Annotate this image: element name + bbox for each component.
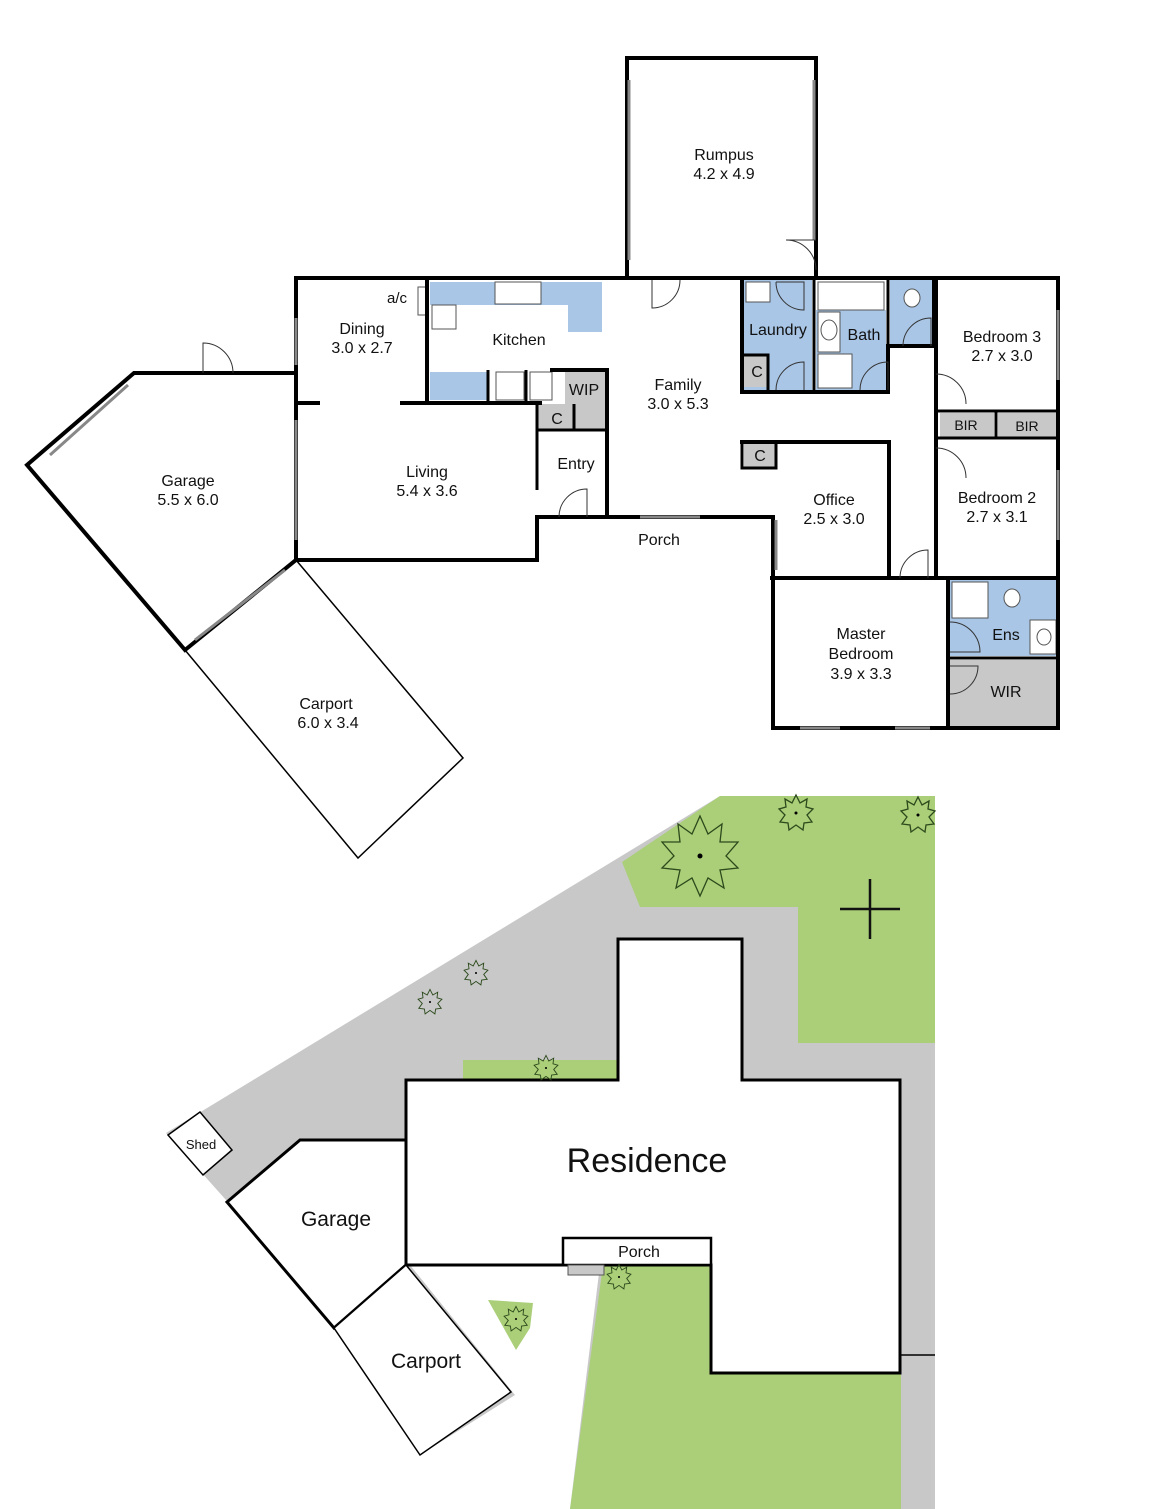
bath-label: Bath: [848, 327, 881, 344]
bedroom3-label: Bedroom 3: [963, 329, 1041, 346]
bir-label: BIR: [1015, 418, 1038, 434]
rumpus-dims: 4.2 x 4.9: [693, 166, 754, 183]
wip-label: WIP: [569, 382, 599, 399]
residence-label: Residence: [567, 1142, 728, 1180]
ens-label: Ens: [992, 627, 1020, 644]
garage-dims: 5.5 x 6.0: [157, 492, 218, 509]
laundry-label: Laundry: [749, 322, 807, 339]
wir-label: WIR: [990, 684, 1021, 701]
site-carport-label: Carport: [391, 1350, 461, 1373]
windows: [48, 80, 1060, 730]
shed-label: Shed: [186, 1137, 216, 1152]
tree-icon: [777, 793, 815, 832]
dining-dims: 3.0 x 2.7: [331, 340, 392, 357]
clothesline-icon: [840, 879, 900, 939]
entry-label: Entry: [557, 456, 594, 473]
family-dims: 3.0 x 5.3: [647, 396, 708, 413]
porch-outline: [561, 1236, 713, 1267]
living-dims: 5.4 x 3.6: [396, 483, 457, 500]
rumpus-label: Rumpus: [694, 147, 754, 164]
bedroom3-dims: 2.7 x 3.0: [971, 348, 1032, 365]
family-label: Family: [654, 377, 701, 394]
bedroom2-dims: 2.7 x 3.1: [966, 509, 1027, 526]
doors: [202, 239, 981, 695]
tree-icons: [417, 793, 937, 1332]
floor-plan: Rumpus 4.2 x 4.9 a/c Dining 3.0 x 2.7 Ki…: [24, 56, 1060, 860]
tree-icon: [417, 988, 443, 1015]
ac-label: a/c: [387, 290, 408, 307]
storage-areas: [538, 355, 1058, 726]
porch-label: Porch: [638, 532, 680, 549]
tree-icon: [606, 1263, 632, 1290]
fixtures: [417, 281, 1057, 655]
garage-label: Garage: [161, 473, 214, 490]
tree-icon: [533, 1054, 559, 1081]
tree-icon: [463, 959, 489, 986]
master-label: Master: [837, 626, 887, 643]
bir-label: BIR: [954, 417, 977, 433]
tree-icon: [899, 795, 937, 834]
shed-outline: [166, 1110, 234, 1177]
kitchen-label: Kitchen: [492, 332, 545, 349]
carport-label: Carport: [299, 696, 353, 713]
cupboard-label: C: [754, 448, 766, 465]
garage-outline: [224, 1138, 408, 1331]
master-dims: 3.9 x 3.3: [830, 666, 891, 683]
carport-outline: [333, 1263, 513, 1457]
tree-icon: [503, 1305, 529, 1332]
tree-icon: [660, 814, 740, 898]
office-label: Office: [813, 492, 855, 509]
site-plan: Residence Garage Carport Porch Shed: [166, 793, 937, 1509]
living-label: Living: [406, 464, 448, 481]
site-garage-label: Garage: [301, 1208, 371, 1231]
master-label-2: Bedroom: [829, 646, 894, 663]
cupboard-label: C: [751, 364, 763, 381]
office-dims: 2.5 x 3.0: [803, 511, 864, 528]
room-labels: Rumpus 4.2 x 4.9 a/c Dining 3.0 x 2.7 Ki…: [157, 147, 1041, 732]
cupboard-label: C: [551, 411, 563, 428]
dining-label: Dining: [339, 321, 384, 338]
site-porch-label: Porch: [618, 1244, 660, 1261]
bedroom2-label: Bedroom 2: [958, 490, 1036, 507]
carport-dims: 6.0 x 3.4: [297, 715, 358, 732]
walls: [24, 56, 1060, 860]
